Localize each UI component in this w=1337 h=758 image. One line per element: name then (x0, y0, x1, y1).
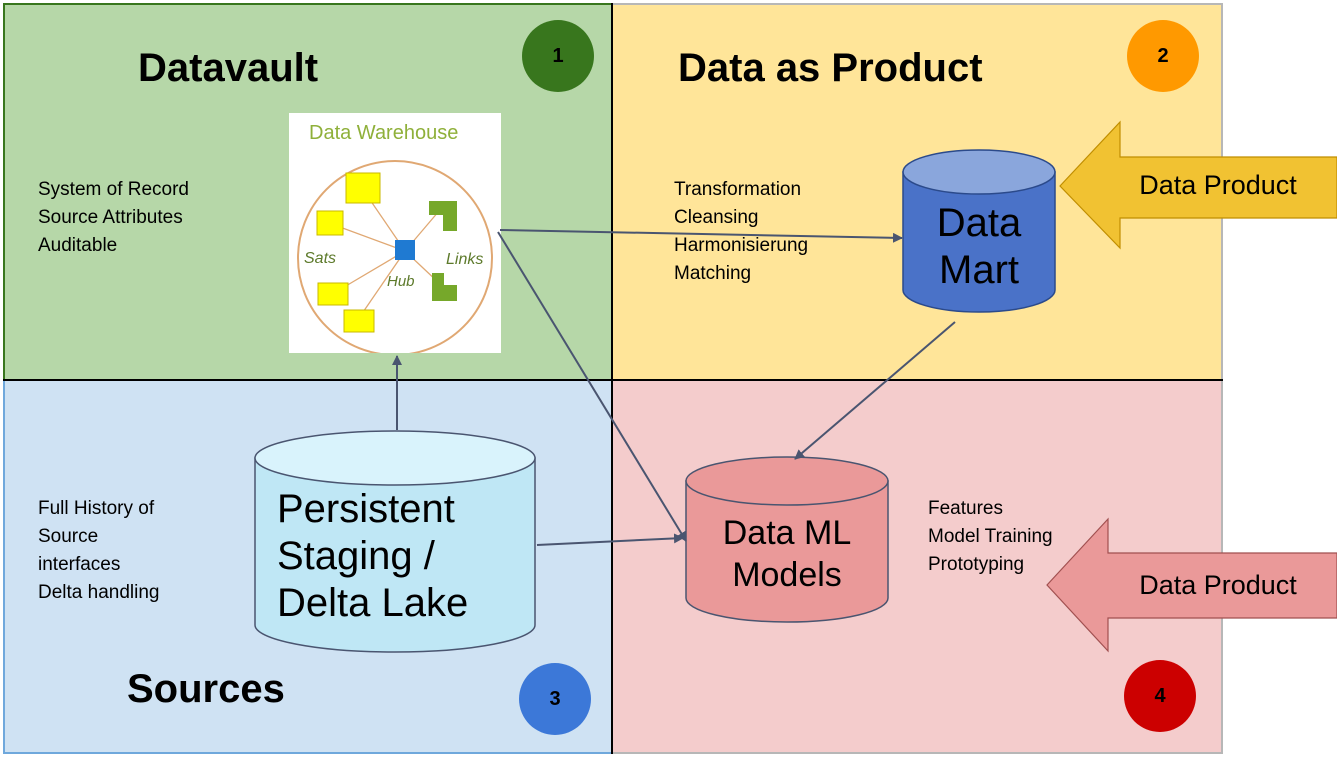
data-product-arrow-top (1059, 120, 1337, 250)
dw-title: Data Warehouse (309, 122, 458, 144)
dw-links-label: Links (446, 251, 483, 268)
dw-sats-label: Sats (304, 250, 336, 267)
data-warehouse-diagram: Data Warehouse Sats Hub Links (289, 113, 501, 356)
title-sources: Sources (127, 667, 285, 711)
arrow-dw-to-ml (497, 231, 687, 542)
data-product-label-top: Data Product (1139, 170, 1297, 200)
arrow-staging-to-ml (536, 533, 684, 546)
badge-1: 1 (522, 20, 594, 92)
notes-sources: Full History of Source interfaces Delta … (38, 498, 160, 603)
title-datavault: Datavault (138, 46, 319, 90)
data-product-arrow-bottom (1046, 517, 1337, 653)
mart-label: Data Mart (936, 201, 1022, 292)
vertical-divider (611, 3, 613, 754)
mart-cylinder (902, 149, 1056, 313)
data-product-label-bottom: Data Product (1139, 570, 1297, 600)
notes-datavault: System of Record Source Attributes Audit… (38, 179, 189, 256)
ml-label: Data ML Models (722, 514, 852, 594)
badge-2: 2 (1127, 20, 1199, 92)
title-data-as-product: Data as Product (678, 46, 983, 90)
notes-data-as-product: Transformation Cleansing Harmonisierung … (674, 179, 809, 284)
arrow-dw-to-mart (499, 229, 903, 243)
horizontal-divider (3, 379, 1223, 381)
badge-3: 3 (519, 663, 591, 735)
ml-cylinder (685, 456, 889, 623)
badge-4: 4 (1124, 660, 1196, 732)
arrow-mart-to-ml (794, 321, 956, 460)
staging-cylinder (254, 430, 536, 653)
dw-hub-label: Hub (387, 273, 415, 290)
notes-ml: Features Model Training Prototyping (928, 498, 1053, 575)
staging-label: Persistent Staging / Delta Lake (277, 487, 469, 625)
